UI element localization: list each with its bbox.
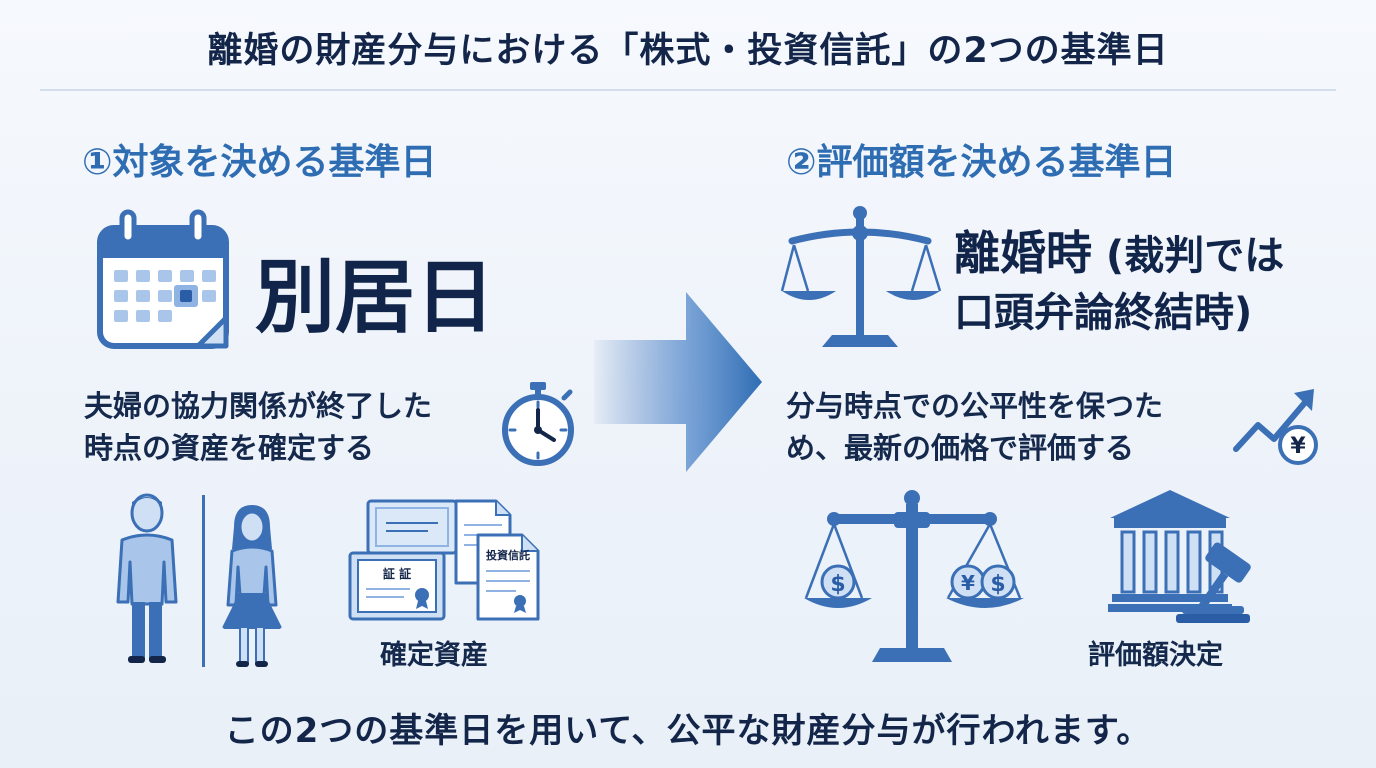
wife-figure-icon xyxy=(222,505,282,667)
right-date: 離婚時 (裁判では xyxy=(954,225,1284,284)
right-description-line2: め、最新の価格で評価する xyxy=(786,431,1135,465)
calendar-icon xyxy=(97,209,229,349)
yen-symbol: ¥ xyxy=(1290,434,1306,459)
yen-coin-symbol: ¥ xyxy=(961,571,975,595)
right-date-paren-2: 口頭弁論終結時) xyxy=(954,290,1253,336)
page-title: 離婚の財産分与における「株式・投資信託」の2つの基準日 xyxy=(207,31,1169,71)
document-label: 投資信託 xyxy=(486,548,530,562)
left-date: 別居日 xyxy=(255,251,495,344)
left-section-heading: ①対象を決める基準日 xyxy=(82,142,437,183)
certificate-stack-icon: 証 証 投資信託 xyxy=(348,499,540,621)
arrow-right-icon xyxy=(594,292,762,472)
certificate-label: 証 証 xyxy=(383,566,411,581)
separator-line xyxy=(202,495,205,667)
right-description-line1: 分与時点での公平性を保つた xyxy=(786,389,1164,423)
price-up-yen-icon: ¥ xyxy=(1233,389,1318,465)
footer-note: この2つの基準日を用いて、公平な財産分与が行われます。 xyxy=(224,711,1152,751)
scales-of-justice-icon xyxy=(780,206,942,347)
right-date-line2: 口頭弁論終結時) xyxy=(954,282,1252,341)
left-caption: 確定資産 xyxy=(380,640,488,671)
left-description-line2: 時点の資産を確定する xyxy=(84,431,375,465)
husband-figure-icon xyxy=(116,493,178,663)
right-date-paren-1: (裁判では xyxy=(1092,233,1285,279)
dollar-coin-symbol: $ xyxy=(830,572,845,597)
left-description-line1: 夫婦の協力関係が終了した xyxy=(84,389,433,423)
dollar-coin-symbol-2: $ xyxy=(990,572,1005,597)
balance-scale-coins-icon: $ ¥ $ xyxy=(804,490,1024,662)
right-caption: 評価額決定 xyxy=(1088,640,1223,671)
right-date-main: 離婚時 xyxy=(954,226,1092,280)
stopwatch-icon xyxy=(502,382,574,466)
bank-gavel-icon xyxy=(1108,490,1251,623)
title-divider xyxy=(40,89,1336,91)
right-section-heading: ②評価額を決める基準日 xyxy=(786,142,1177,183)
